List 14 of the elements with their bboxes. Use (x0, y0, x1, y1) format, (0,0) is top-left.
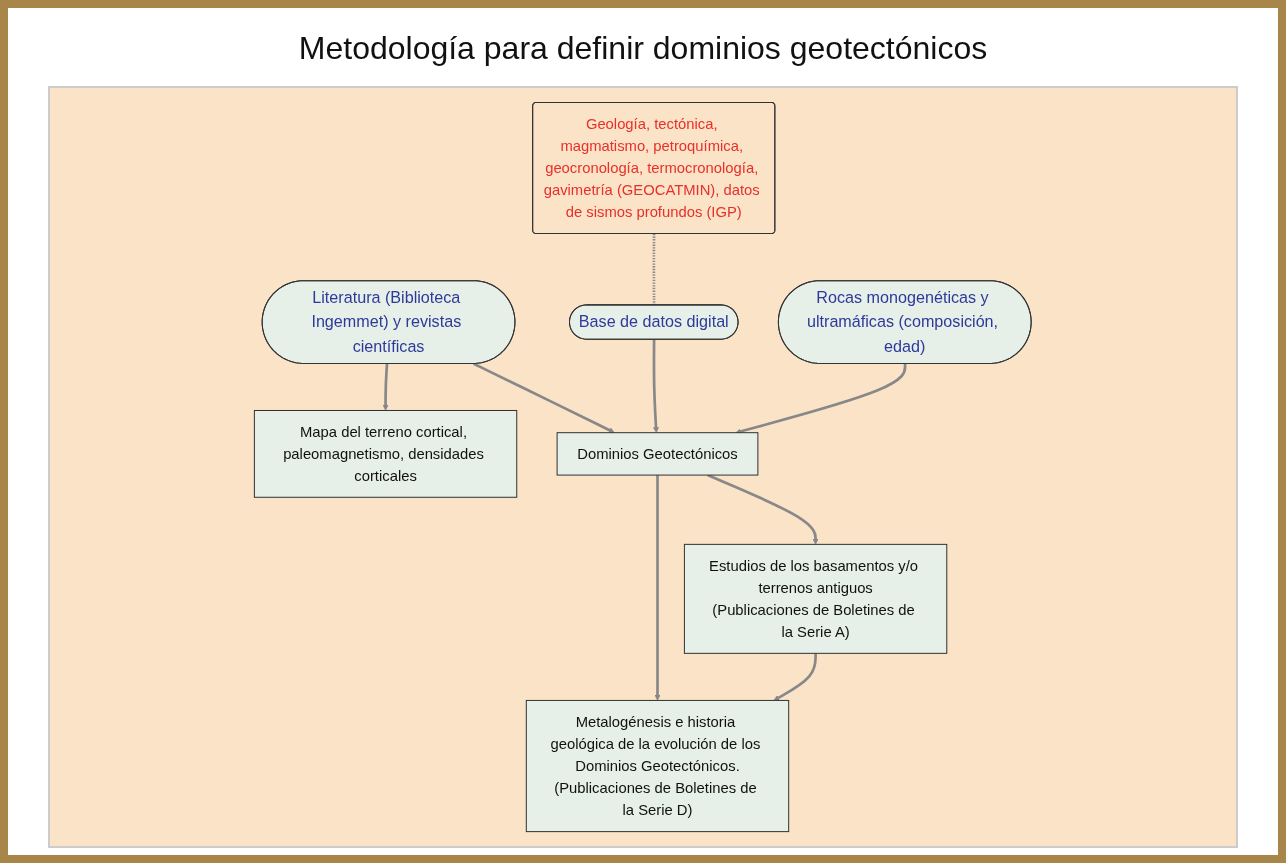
diagram-title: Metodología para definir dominios geotectónicos (297, 30, 989, 67)
process-box: Mapa del terreno cortical, paleomagnetismo, densidades corticales (254, 410, 518, 498)
ellipse-node: Literatura (Biblioteca Ingemmet) y revistas científicas (261, 280, 516, 364)
arrow (652, 339, 660, 433)
arrow (654, 475, 661, 701)
ellipse-node: Rocas monogenéticas y ultramáficas (composición, edad) (778, 280, 1032, 364)
ellipse-node: Base de datos digital (569, 304, 739, 340)
arrow (382, 363, 389, 411)
process-box: Estudios de los basamentos y/o terrenos antiguos (Publicaciones de Boletines de la Serie A) (684, 543, 948, 654)
process-box: Dominios Geotectónicos (556, 432, 759, 476)
process-box: Metalogénesis e historia geológica de la evolución de los Dominios Geotectónicos. (Publicaciones de Boletines de la Serie D) (526, 699, 790, 833)
arrow (773, 653, 818, 701)
arrow (473, 362, 615, 433)
note-box: Geología, tectónica, magmatismo, petroquímica, geocronología, termocronología, gavimetría (GEOCATMIN), datos de sismos profundos (IGP) (532, 101, 776, 235)
